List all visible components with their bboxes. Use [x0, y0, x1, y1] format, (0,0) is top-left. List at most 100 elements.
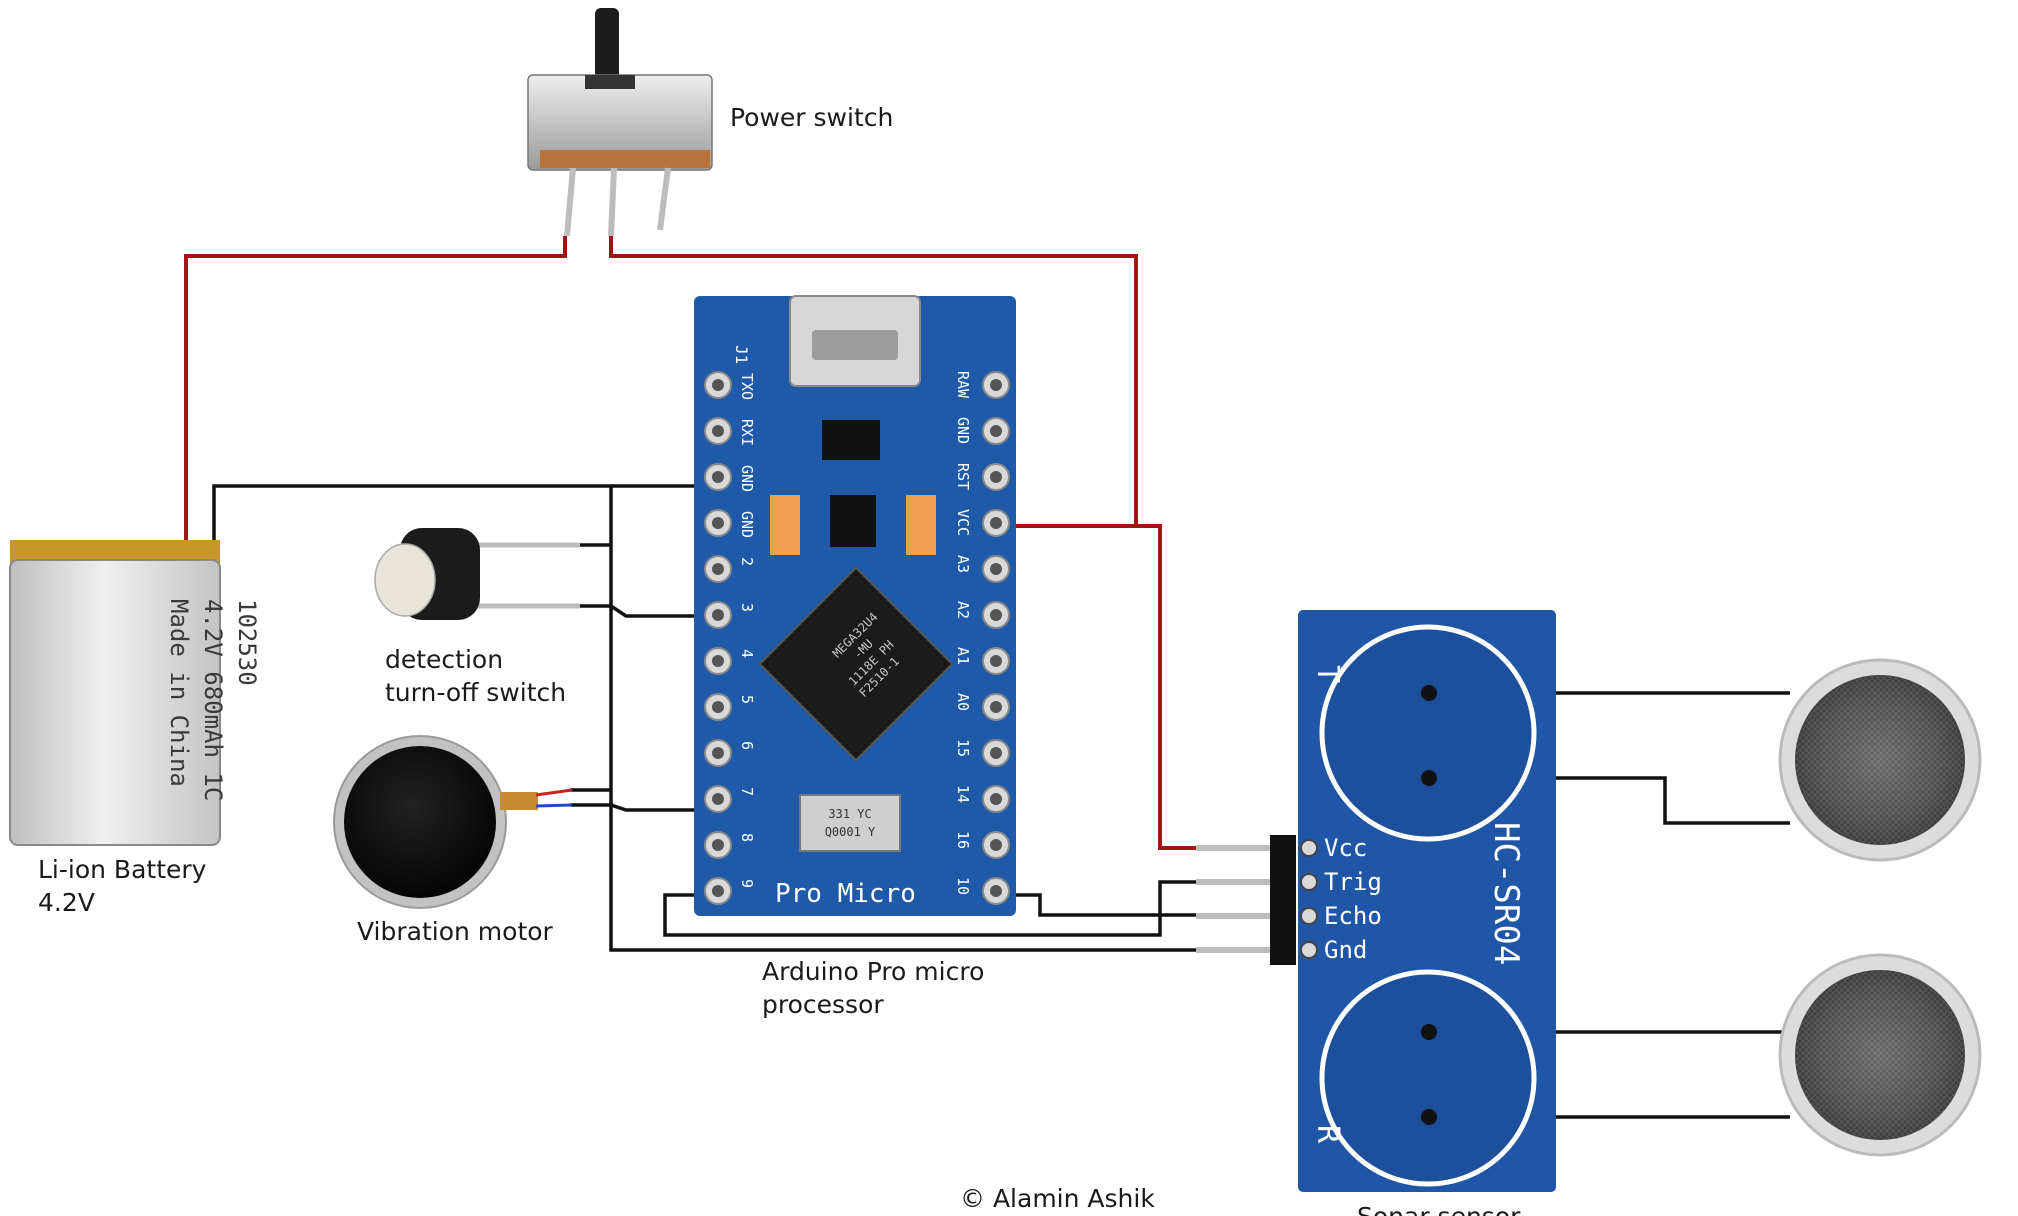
right-pin-label: GND: [954, 417, 972, 444]
right-pin-hole: [990, 471, 1002, 483]
right-pin-hole: [990, 885, 1002, 897]
battery-label-line1: Li-ion Battery: [38, 855, 207, 884]
right-pin-label: A0: [954, 693, 972, 711]
vibration-motor-label: Vibration motor: [357, 917, 554, 946]
transducer-bottom: [1778, 953, 1982, 1157]
switch-lever: [595, 8, 619, 90]
left-pin-hole: [712, 655, 724, 667]
r-contact-1: [1421, 1024, 1437, 1040]
right-pin-hole: [990, 379, 1002, 391]
receiver-can: [1319, 969, 1537, 1187]
usb-port-opening: [812, 330, 898, 360]
right-pin-hole: [990, 839, 1002, 851]
battery-to-switch-wire: [184, 236, 567, 545]
li-ion-battery: 102530 4.2V 680mAh 1C Made in China: [9, 540, 261, 846]
left-pin-hole: [712, 747, 724, 759]
led-left: [770, 495, 800, 555]
left-pin-label: 8: [738, 833, 756, 842]
copyright-text: © Alamin Ashik: [960, 1184, 1155, 1213]
crystal-line-2: Q0001 Y: [825, 825, 876, 839]
left-pin-label: 6: [738, 741, 756, 750]
right-pin-label: 10: [954, 877, 972, 895]
sonar-pin-label: Gnd: [1324, 936, 1367, 964]
transistor: [830, 495, 876, 547]
power-switch: [527, 8, 713, 237]
battery-print-line3: Made in China: [165, 599, 193, 787]
detection-label-line2: turn-off switch: [385, 678, 566, 707]
t-contact-1: [1421, 685, 1437, 701]
button-signal-wire: [580, 604, 718, 618]
arduino-label-line1: Arduino Pro micro: [762, 957, 984, 986]
sonar-pin-label: Echo: [1324, 902, 1382, 930]
sonar-pin-label: Trig: [1324, 868, 1382, 896]
regulator: [822, 420, 880, 460]
motor-disc: [344, 746, 496, 898]
left-pin-label: 5: [738, 695, 756, 704]
right-pin-label: A3: [954, 555, 972, 573]
left-pin-hole: [712, 563, 724, 575]
switch-pin-left: [564, 167, 576, 237]
right-pin-label: RST: [954, 463, 972, 490]
pin-header-block: [1270, 835, 1296, 965]
t-contact-2: [1421, 770, 1437, 786]
left-pin-hole: [712, 793, 724, 805]
battery-body: [9, 559, 221, 846]
motor-flex-tab: [500, 792, 538, 810]
microcontroller-chip: [758, 566, 954, 762]
sonar-label: Sonar sensor: [1357, 1202, 1521, 1216]
motor-signal-wire: [570, 803, 718, 812]
crystal-line-1: 331 YC: [828, 807, 871, 821]
right-pin-label: A1: [954, 647, 972, 665]
left-pin-label: 3: [738, 603, 756, 612]
detection-button: [374, 528, 580, 620]
right-pin-hole: [990, 517, 1002, 529]
sonar-pin-label: Vcc: [1324, 834, 1367, 862]
sonar-pin-pad: [1300, 941, 1318, 959]
left-pin-label: TXO: [738, 373, 756, 400]
left-pin-label: 9: [738, 879, 756, 888]
left-pin-label: RXI: [738, 419, 756, 446]
right-pin-hole: [990, 609, 1002, 621]
header-label: J1: [732, 345, 751, 364]
right-pin-hole: [990, 425, 1002, 437]
left-pin-hole: [712, 839, 724, 851]
right-pin-hole: [990, 793, 1002, 805]
switch-pin-right: [657, 167, 671, 231]
r-contact-2: [1421, 1109, 1437, 1125]
left-pin-hole: [712, 609, 724, 621]
battery-print-line1: 102530: [233, 599, 261, 686]
left-pin-label: GND: [738, 511, 756, 538]
led-right: [906, 495, 936, 555]
right-pin-hole: [990, 655, 1002, 667]
left-pin-label: 2: [738, 557, 756, 566]
trig-wire: [663, 880, 1268, 937]
right-pin-label: 16: [954, 831, 972, 849]
battery-label-line2: 4.2V: [38, 888, 95, 917]
board-silkscreen: Pro Micro: [775, 879, 916, 909]
left-pin-hole: [712, 517, 724, 529]
sonar-pin-pad: [1300, 873, 1318, 891]
switch-slot: [585, 75, 635, 89]
switch-base: [540, 150, 710, 168]
left-pin-hole: [712, 471, 724, 483]
sonar-model: HC-SR04: [1486, 822, 1526, 965]
right-pin-hole: [990, 747, 1002, 759]
transmitter-can: [1319, 624, 1537, 842]
switch-to-vcc-wire: [609, 236, 1138, 528]
crystal: [799, 794, 901, 852]
left-pin-hole: [712, 701, 724, 713]
power-switch-label: Power switch: [730, 103, 893, 132]
battery-print-line2: 4.2V 680mAh 1C: [199, 599, 227, 801]
vcc-to-sonar-wire: [1136, 524, 1268, 850]
receive-mark: R: [1310, 1125, 1345, 1144]
detection-label-line1: detection: [385, 645, 503, 674]
sonar-pin-pad: [1300, 907, 1318, 925]
sonar-pin-pad: [1300, 839, 1318, 857]
arduino-label-line2: processor: [762, 990, 884, 1019]
